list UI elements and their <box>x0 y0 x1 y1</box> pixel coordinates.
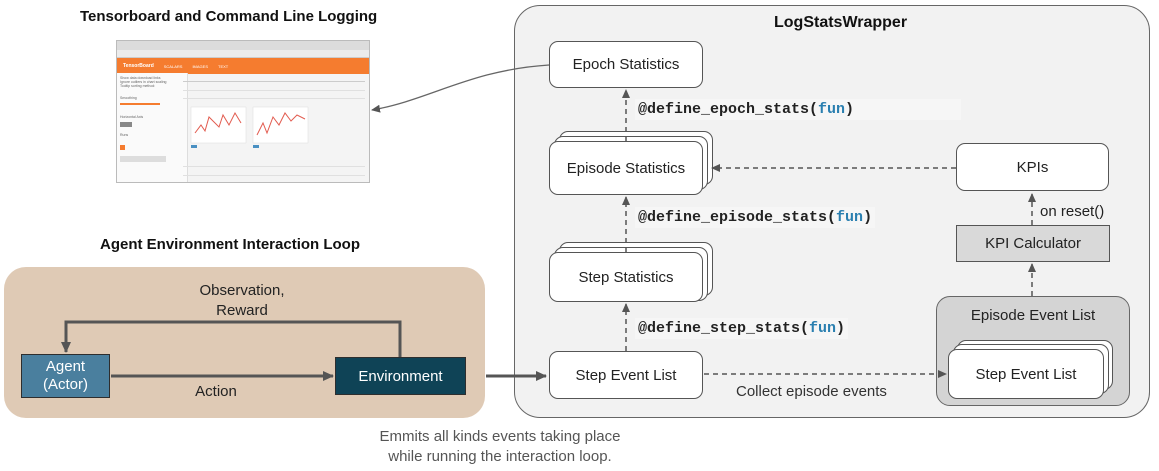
tensorboard-group-row[interactable] <box>183 161 365 167</box>
tensorboard-group-row[interactable] <box>183 85 365 91</box>
kpis-box: KPIs <box>956 143 1109 191</box>
observation-arrow <box>61 320 402 357</box>
tensorboard-filter[interactable] <box>183 75 365 82</box>
agent-box: Agent (Actor) <box>21 354 110 398</box>
nav-text[interactable]: TEXT <box>218 63 229 69</box>
browser-address-bar <box>117 50 369 58</box>
step-event-list-box: Step Event List <box>549 351 703 399</box>
loop-caption: Emmits all kinds events taking place whi… <box>330 427 670 467</box>
sidebar-option: Smoothing <box>120 96 137 100</box>
axis-button[interactable] <box>120 122 132 127</box>
decorator-text: @define_epoch_stats( <box>638 101 819 118</box>
collect-episode-events-label: Collect episode events <box>736 383 887 400</box>
decorator-close: ) <box>836 320 846 337</box>
decorator-fun: fun <box>809 320 837 337</box>
loop-title: Agent Environment Interaction Loop <box>100 236 361 253</box>
sidebar-option: Runs <box>120 133 129 137</box>
reward-text: Reward <box>216 302 268 319</box>
on-reset-label: on reset() <box>1040 203 1105 220</box>
run-checkbox[interactable] <box>120 145 125 150</box>
inner-step-event-list-box: Step Event List <box>948 349 1104 399</box>
episode-statistics-box: Episode Statistics <box>549 141 703 195</box>
tensorboard-sidebar: Show data download links Ignore outliers… <box>117 73 188 182</box>
tensorboard-header: TensorBoard SCALARS IMAGES TEXT <box>117 58 369 74</box>
kpi-calculator-box: KPI Calculator <box>956 225 1110 262</box>
decorator-fun: fun <box>818 101 846 118</box>
epoch-decorator: @define_epoch_stats(fun) <box>635 99 961 120</box>
decorator-close: ) <box>863 209 873 226</box>
epoch-statistics-box: Epoch Statistics <box>549 41 703 88</box>
agent-sublabel: (Actor) <box>43 376 88 393</box>
chart-panel <box>190 106 247 144</box>
observation-reward-label: Observation, Reward <box>160 281 324 321</box>
tensorboard-group-row[interactable] <box>183 170 365 176</box>
decorator-text: @define_step_stats( <box>638 320 810 337</box>
sidebar-option: Horizontal Axis <box>120 115 144 119</box>
sidebar-option[interactable]: Tooltip sorting method: <box>120 84 156 88</box>
environment-label: Environment <box>358 367 443 385</box>
agent-label: Agent <box>45 358 86 375</box>
nav-scalars[interactable]: SCALARS <box>163 63 183 69</box>
chart-button[interactable] <box>191 145 197 148</box>
action-label: Action <box>195 383 237 400</box>
tensorboard-title: Tensorboard and Command Line Logging <box>80 8 378 25</box>
caption-line: Emmits all kinds events taking place <box>379 428 621 445</box>
decorator-fun: fun <box>836 209 864 226</box>
decorator-close: ) <box>845 101 855 118</box>
log-to-tensorboard-arrow <box>371 64 550 113</box>
episode-decorator: @define_episode_stats(fun) <box>635 207 876 228</box>
caption-line: while running the interaction loop. <box>388 448 612 465</box>
smoothing-slider[interactable] <box>120 103 160 105</box>
environment-box: Environment <box>335 357 466 395</box>
step-decorator: @define_step_stats(fun) <box>635 318 849 339</box>
chart-line <box>194 111 242 134</box>
sidebar-option[interactable]: Show data download links <box>120 76 161 80</box>
tensorboard-screenshot: TensorBoard SCALARS IMAGES TEXT Show dat… <box>116 40 370 183</box>
sidebar-option[interactable]: Ignore outliers in chart scaling <box>120 80 167 84</box>
step-statistics-box: Step Statistics <box>549 252 703 302</box>
observation-text: Observation, <box>199 282 285 299</box>
tensorboard-brand: TensorBoard <box>123 63 154 69</box>
chart-line <box>256 112 306 136</box>
episode-event-list-label: Episode Event List <box>970 307 1096 324</box>
browser-tab-bar <box>117 41 369 50</box>
tensorboard-charts <box>190 106 309 148</box>
chart-button[interactable] <box>253 145 259 148</box>
wrapper-title: LogStatsWrapper <box>774 14 908 31</box>
tensorboard-group-row[interactable] <box>183 93 365 99</box>
nav-images[interactable]: IMAGES <box>192 63 208 69</box>
decorator-text: @define_episode_stats( <box>638 209 837 226</box>
toggle-runs-button[interactable] <box>120 156 166 162</box>
